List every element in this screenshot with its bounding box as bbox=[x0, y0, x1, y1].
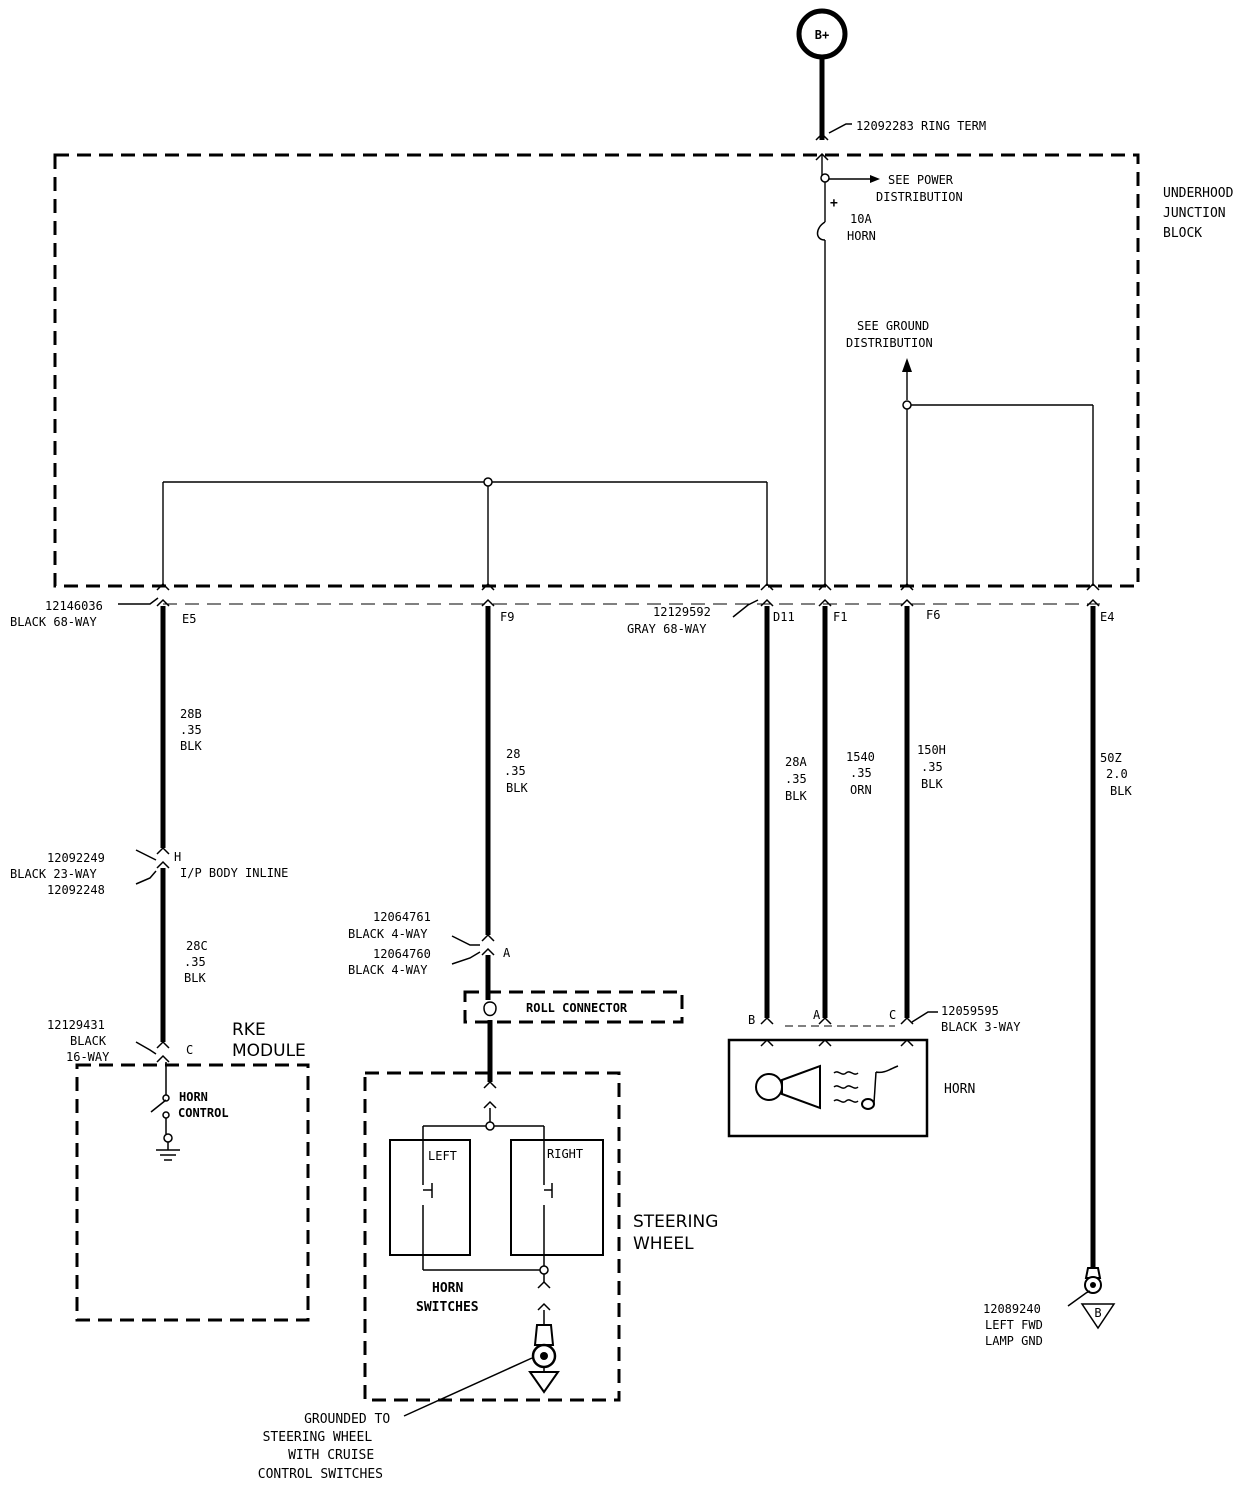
svg-text:B: B bbox=[748, 1013, 755, 1027]
connector-left-label: 12146036 BLACK 68-WAY bbox=[10, 599, 110, 629]
fuse-icon bbox=[816, 221, 826, 241]
wire-28b-label: 28B .35 BLK bbox=[180, 707, 209, 753]
ground-eyelet-icon bbox=[528, 1324, 560, 1394]
ring-term-leader bbox=[828, 123, 852, 134]
battery-positive-terminal: B+ bbox=[796, 8, 848, 60]
pin-f6: F6 bbox=[926, 608, 940, 622]
plus-sign: + bbox=[830, 196, 838, 211]
svg-text:A: A bbox=[813, 1008, 821, 1022]
wire-28c-label: 28C .35 BLK bbox=[184, 939, 215, 985]
music-note-icon bbox=[861, 1065, 899, 1110]
four-way-connector bbox=[451, 933, 495, 965]
lamp-ground-label: 12089240 LEFT FWD LAMP GND bbox=[983, 1302, 1050, 1348]
connector-pins bbox=[156, 598, 1100, 607]
horn-connector bbox=[760, 1016, 914, 1047]
rke-module-box bbox=[75, 1063, 310, 1322]
rke-module-title: RKE MODULE bbox=[232, 1020, 306, 1061]
fuse-label: 10A HORN bbox=[847, 212, 879, 243]
wire-50z-label: 50Z 2.0 BLK bbox=[1100, 751, 1135, 798]
svg-text:C: C bbox=[889, 1008, 896, 1022]
sound-waves-icon bbox=[833, 1071, 859, 1103]
svg-text:B: B bbox=[1094, 1306, 1101, 1320]
pin-e5: E5 bbox=[182, 612, 196, 626]
horn-box bbox=[727, 1038, 929, 1138]
svg-text:A: A bbox=[503, 946, 511, 960]
wire-150h-label: 150H .35 BLK bbox=[917, 743, 953, 791]
svg-text:B+: B+ bbox=[815, 28, 829, 42]
right-horn-switch bbox=[510, 1139, 604, 1256]
pin-d11: D11 bbox=[773, 610, 795, 624]
ground-reference-symbol: B bbox=[1080, 1303, 1116, 1330]
wire-28-label: 28 .35 BLK bbox=[504, 747, 533, 795]
see-power-distribution: SEE POWER DISTRIBUTION bbox=[876, 173, 963, 204]
wire-1540-label: 1540 .35 ORN bbox=[846, 750, 882, 797]
roll-connector-coil-icon bbox=[483, 1001, 497, 1017]
ring-term-label: 12092283 RING TERM bbox=[856, 119, 986, 133]
horn-label: HORN bbox=[944, 1082, 975, 1097]
steering-wheel-title: STEERING WHEEL bbox=[633, 1212, 724, 1254]
horn-icon bbox=[755, 1064, 821, 1110]
pin-f1: F1 bbox=[833, 610, 847, 624]
pin-e4: E4 bbox=[1100, 610, 1114, 624]
ip-body-inline-parts: 12092249 BLACK 23-WAY 12092248 bbox=[10, 851, 112, 897]
roll-connector-box bbox=[463, 990, 684, 1024]
ip-body-inline-label: I/P BODY INLINE bbox=[180, 866, 288, 880]
horn-switches-label: HORN SWITCHES bbox=[416, 1281, 479, 1315]
horn-connector-label: 12059595 BLACK 3-WAY bbox=[941, 1004, 1021, 1034]
arrow-up-icon bbox=[902, 358, 912, 372]
svg-text:LEFT: LEFT bbox=[428, 1149, 457, 1163]
lamp-ground-eyelet-icon bbox=[1084, 1267, 1102, 1294]
roll-connector-label: ROLL CONNECTOR bbox=[526, 1001, 628, 1015]
pin-f9: F9 bbox=[500, 610, 514, 624]
rke-pin: C bbox=[186, 1043, 193, 1057]
left-switch-contacts-icon bbox=[422, 1126, 433, 1270]
horn-control-switch-icon bbox=[150, 1062, 180, 1161]
junction-block-label: UNDERHOOD JUNCTION BLOCK bbox=[1163, 186, 1241, 241]
underhood-junction-block bbox=[53, 153, 1140, 588]
left-horn-switch bbox=[389, 1139, 471, 1256]
horn-control-label: HORN CONTROL bbox=[178, 1090, 229, 1120]
grounded-leader-line bbox=[403, 1357, 533, 1417]
wire-28a-label: 28A .35 BLK bbox=[785, 755, 814, 803]
see-ground-distribution: SEE GROUND DISTRIBUTION bbox=[846, 319, 936, 350]
rke-connector-label: 12129431 BLACK 16-WAY bbox=[47, 1018, 113, 1064]
splice-dot bbox=[820, 173, 830, 183]
steering-wheel-box bbox=[363, 1071, 621, 1402]
ip-body-inline-connector bbox=[135, 846, 170, 885]
svg-text:H: H bbox=[174, 850, 181, 864]
right-switch-contacts-icon bbox=[543, 1126, 553, 1266]
svg-text:RIGHT: RIGHT bbox=[547, 1147, 583, 1161]
grounded-note: GROUNDED TO STEERING WHEEL WITH CRUISE C… bbox=[258, 1412, 398, 1482]
arrow-icon bbox=[870, 175, 880, 183]
connector-right-label: 12129592 GRAY 68-WAY bbox=[627, 605, 718, 636]
ring-term-symbol bbox=[815, 132, 829, 141]
four-way-labels: 12064761 BLACK 4-WAY 12064760 BLACK 4-WA… bbox=[348, 910, 438, 977]
